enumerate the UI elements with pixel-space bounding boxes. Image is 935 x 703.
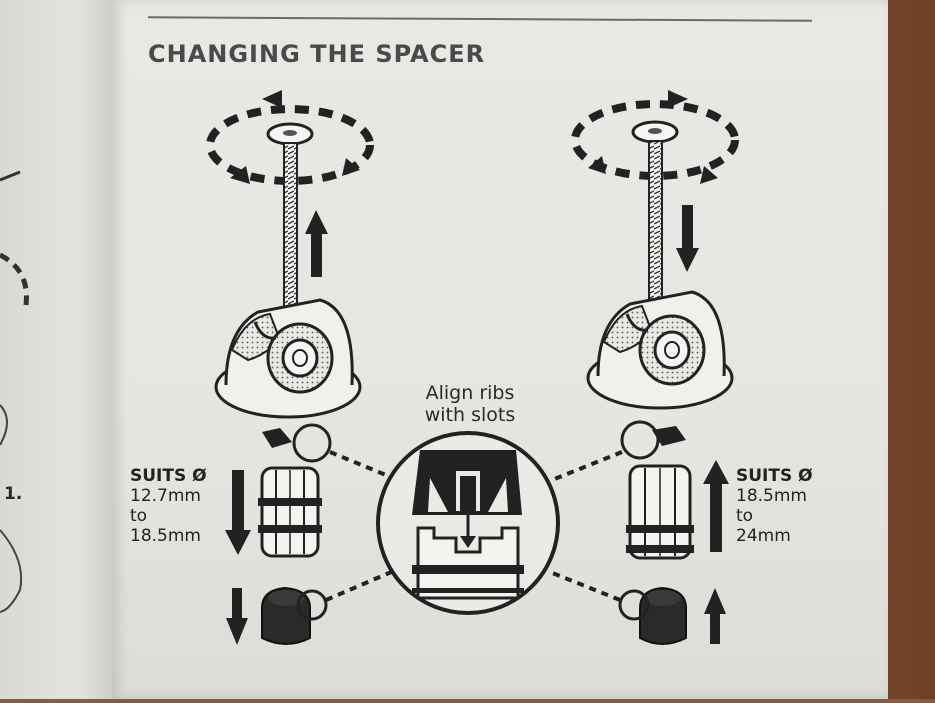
center-align-arrow: [460, 536, 476, 548]
left-rotation-ring: [206, 105, 374, 185]
right-up-arrow: [703, 460, 729, 484]
right-spec-from: 18.5mm: [736, 486, 807, 506]
left-down-arrow: [225, 530, 251, 555]
right-upper-callout-circle: [620, 420, 660, 460]
left-spacer: [258, 466, 322, 558]
page-title: CHANGING THE SPACER: [148, 40, 486, 68]
left-page-step-number: 1.: [4, 484, 23, 504]
right-rotation-arrow-right: [700, 166, 718, 184]
right-screw-thread: [648, 140, 663, 322]
right-bottom-up-arrow: [704, 588, 726, 614]
right-size-spec: SUITS Ø 18.5mm to 24mm: [736, 466, 813, 546]
left-assembly: [206, 90, 399, 645]
left-spec-from: 12.7mm: [130, 486, 201, 506]
left-rotation-arrow-right: [342, 158, 360, 176]
center-instruction-label: Align ribs with slots: [400, 382, 540, 426]
left-spec-to-word: to: [130, 506, 148, 526]
right-rotation-ring: [571, 100, 739, 180]
left-rotation-arrow-top: [262, 90, 282, 108]
left-up-arrow: [305, 210, 328, 234]
right-down-arrow: [676, 248, 699, 272]
left-rotation-arrow-left: [230, 166, 250, 184]
right-rotation-arrow-left: [588, 156, 606, 174]
left-spec-heading: SUITS Ø: [130, 466, 207, 486]
left-page: 1.: [0, 0, 113, 699]
right-spec-to-word: to: [736, 506, 754, 526]
right-assembly: [549, 90, 739, 645]
left-bottom-down-arrow: [226, 618, 248, 645]
center-detail: [376, 431, 560, 615]
left-nut: [261, 586, 311, 645]
left-size-spec: SUITS Ø 12.7mm to 18.5mm: [130, 466, 207, 546]
right-nut: [639, 586, 687, 645]
right-spec-to: 24mm: [736, 526, 791, 546]
center-label-line-1: Align ribs: [425, 382, 515, 404]
left-upper-callout-circle: [292, 423, 332, 463]
right-spacer: [626, 464, 694, 560]
right-rotation-arrow-top: [668, 90, 688, 108]
center-label-line-2: with slots: [424, 404, 516, 426]
right-spec-heading: SUITS Ø: [736, 466, 813, 486]
right-lower-callout-circle: [618, 589, 650, 621]
left-page-partial-diagram: [0, 170, 29, 613]
left-lower-callout-circle: [296, 589, 328, 621]
left-spec-to: 18.5mm: [130, 526, 201, 546]
